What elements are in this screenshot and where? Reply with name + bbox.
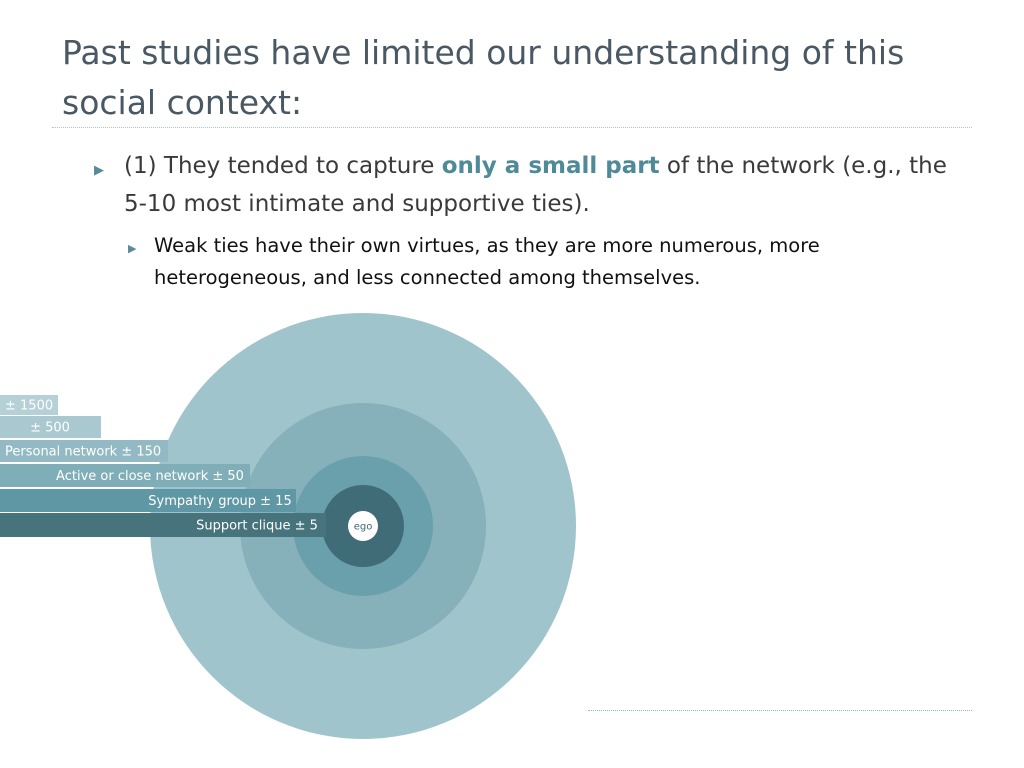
layer-band-label-2: Personal network ± 150 — [5, 445, 161, 460]
layer-band-2 — [0, 440, 168, 462]
layer-band-label-0: ± 1500 — [5, 399, 53, 414]
layer-band-label-4: Sympathy group ± 15 — [148, 494, 291, 509]
bullet-level-1-text: (1) They tended to capture only a small … — [94, 147, 974, 223]
layer-band-5 — [0, 513, 326, 537]
bullet-level-2-text: Weak ties have their own virtues, as the… — [154, 234, 820, 289]
slide-title: Past studies have limited our understand… — [62, 33, 905, 122]
bullet-level-2: ▶ Weak ties have their own virtues, as t… — [128, 230, 968, 294]
ego-circle — [348, 511, 378, 541]
layer-band-0 — [0, 395, 58, 415]
triangle-right-icon: ▶ — [128, 242, 137, 255]
bullet-1-highlight: only a small part — [441, 153, 660, 179]
layer-band-4 — [0, 489, 296, 512]
bullet-1-suffix: of the network (e.g., the 5-10 most inti… — [124, 153, 947, 217]
bottom-divider — [588, 710, 972, 711]
layer-band-label-1: ± 500 — [30, 421, 70, 436]
layer-band-label-3: Active or close network ± 50 — [56, 469, 244, 484]
triangle-right-icon: ▶ — [94, 163, 104, 178]
bullet-1-prefix: (1) They tended to capture — [124, 153, 442, 179]
layer-band-label-5: Support clique ± 5 — [196, 519, 318, 534]
layer-band-1 — [0, 416, 101, 438]
bullet-level-1: ▶ (1) They tended to capture only a smal… — [94, 147, 974, 223]
layer-band-3 — [0, 464, 250, 487]
title-divider — [52, 127, 972, 128]
ego-label: ego — [354, 522, 373, 533]
